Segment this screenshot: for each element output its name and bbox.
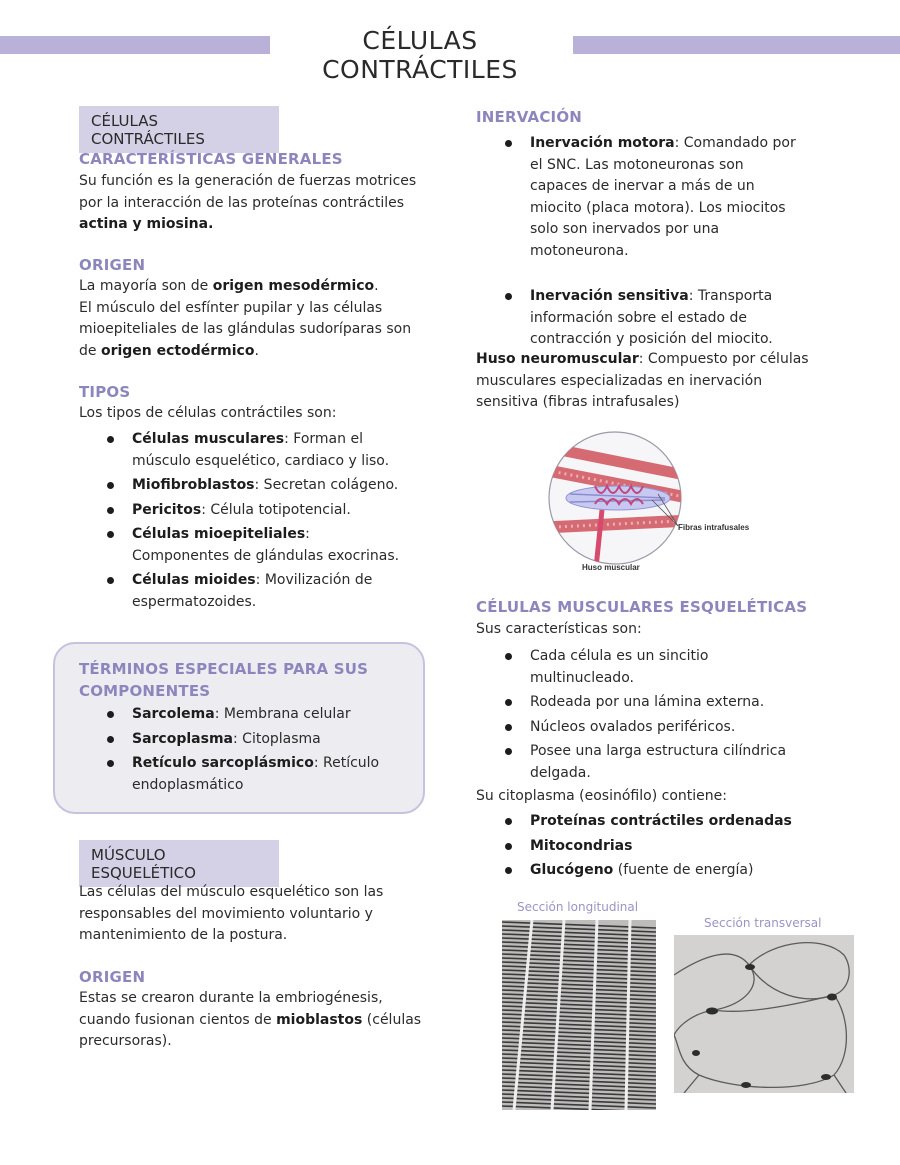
tipos-item-2-bold: Pericitos: [132, 501, 202, 518]
subtitle-terminos: TÉRMINOS ESPECIALES PARA SUS COMPONENTES: [79, 660, 369, 700]
caption-longitudinal: Sección longitudinal: [517, 900, 639, 914]
esqueleticas-list: Cada célula es un sincitio multinucleado…: [503, 646, 803, 787]
list-item: Células mioides: Movilización de esperma…: [105, 570, 405, 613]
origen2-bold: mioblastos: [276, 1011, 363, 1028]
list-item: Sarcolema: Membrana celular: [105, 704, 395, 726]
origen2-text-a2: (células precursoras).: [79, 1011, 422, 1050]
section-label-celulas: CÉLULAS CONTRÁCTILES: [79, 106, 279, 153]
list-item: Rodeada por una lámina externa.: [503, 692, 803, 714]
inervacion-item-1-bold: Inervación sensitiva: [530, 288, 689, 304]
citoplasma-intro: Su citoplasma (eosinófilo) contiene:: [476, 788, 727, 804]
muscle-spindle-figure: Fibras intrafusales Huso muscular: [548, 431, 750, 572]
paragraph-origen-1: La mayoría son de origen mesodérmico. El…: [79, 276, 424, 362]
terminos-item-1-text: : Citoplasma: [233, 730, 321, 747]
terminos-box: [53, 642, 425, 814]
section-label-musculo: MÚSCULO ESQUELÉTICO: [79, 840, 279, 887]
tipos-item-3-text: : Componentes de glándulas exocrinas.: [132, 526, 400, 564]
header-bar-right: [573, 36, 900, 54]
list-item: Células musculares: Forman el músculo es…: [105, 429, 405, 472]
paragraph-esqueletico: Las células del músculo esquelético son …: [79, 884, 384, 943]
subtitle-origen-1: ORIGEN: [79, 256, 146, 274]
list-item: Miofibroblastos: Secretan colágeno.: [105, 475, 405, 497]
subtitle-tipos: TIPOS: [79, 383, 131, 401]
inervacion-list: Inervación motora: Comandado por el SNC.…: [503, 133, 803, 354]
tipos-item-2-text: : Célula totipotencial.: [201, 501, 351, 518]
tipos-item-0-bold: Células musculares: [132, 431, 285, 447]
list-item: Sarcoplasma: Citoplasma: [105, 729, 395, 751]
list-item: Cada célula es un sincitio multinucleado…: [503, 646, 803, 689]
terminos-item-2-bold: Retículo sarcoplásmico: [132, 755, 314, 771]
pointer-line-1: [651, 499, 679, 527]
huso-text: : Compuesto por células musculares espec…: [476, 351, 809, 410]
label-huso: Huso muscular: [582, 563, 640, 572]
list-item: Células mioepiteliales: Componentes de g…: [105, 524, 405, 567]
citoplasma-item-1-bold: Mitocondrias: [530, 837, 633, 854]
citoplasma-item-0-bold: Proteínas contráctiles ordenadas: [530, 813, 792, 829]
tipos-intro: Los tipos de células contráctiles son:: [79, 405, 337, 421]
subtitle-origen-2: ORIGEN: [79, 968, 146, 986]
generales-text: Su función es la generación de fuerzas m…: [79, 173, 417, 211]
origen1-text-a: La mayoría son de: [79, 278, 213, 294]
inervacion-item-0-text: : Comandado por el SNC. Las motoneuronas…: [530, 135, 796, 259]
citoplasma-item-2-text: (fuente de energía): [613, 862, 754, 878]
citoplasma-list: Proteínas contráctiles ordenadas Mitocon…: [503, 811, 803, 885]
terminos-list: Sarcolema: Membrana celular Sarcoplasma:…: [105, 704, 395, 799]
subtitle-generales: CARACTERÍSTICAS GENERALES: [79, 150, 343, 168]
paragraph-generales: Su función es la generación de fuerzas m…: [79, 171, 419, 236]
list-item: Proteínas contráctiles ordenadas: [503, 811, 803, 833]
generales-bold: actina y miosina.: [79, 216, 214, 232]
transversal-section-image: [674, 935, 854, 1093]
list-item: Posee una larga estructura cilíndrica de…: [503, 741, 803, 784]
origen1-bold-b: origen ectodérmico: [100, 342, 255, 359]
terminos-item-0-text: : Membrana celular: [214, 706, 351, 722]
origen1-text-a2: .: [374, 278, 379, 294]
list-item: Inervación motora: Comandado por el SNC.…: [503, 133, 803, 262]
tipos-item-3-bold: Células mioepiteliales: [132, 526, 306, 542]
terminos-item-1-bold: Sarcoplasma: [132, 730, 233, 747]
tipos-item-0-text: : Forman el músculo esquelético, cardiac…: [132, 431, 390, 469]
inervacion-item-1-text: : Transporta información sobre el estado…: [530, 288, 773, 347]
caption-transversal: Sección transversal: [704, 916, 822, 930]
list-item: Mitocondrias: [503, 836, 803, 858]
origen2-text-a: Estas se crearon durante la embriogénesi…: [79, 990, 383, 1028]
paragraph-origen-2: Estas se crearon durante la embriogénesi…: [79, 988, 424, 1053]
page-title: CÉLULAS CONTRÁCTILES: [270, 26, 570, 84]
inervacion-item-0-bold: Inervación motora: [530, 135, 675, 151]
list-item: Núcleos ovalados periféricos.: [503, 717, 803, 739]
tipos-item-4-text: : Movilización de espermatozoides.: [132, 572, 373, 610]
list-item: Inervación sensitiva: Transporta informa…: [503, 286, 803, 351]
origen1-bold-a: origen mesodérmico: [212, 278, 375, 294]
terminos-item-0-bold: Sarcolema: [132, 706, 215, 722]
pointer-line-2: [657, 493, 679, 527]
longitudinal-section-image: [502, 920, 656, 1110]
list-item: Retículo sarcoplásmico: Retículo endopla…: [105, 753, 395, 796]
esqueleticas-intro: Sus características son:: [476, 621, 642, 637]
list-item: Pericitos: Célula totipotencial.: [105, 500, 405, 522]
paragraph-huso: Huso neuromuscular: Compuesto por célula…: [476, 349, 821, 414]
label-fibras: Fibras intrafusales: [678, 523, 750, 532]
origen1-text-b: El músculo del esfínter pupilar y las cé…: [79, 299, 412, 359]
huso-bold: Huso neuromuscular: [476, 351, 639, 367]
subtitle-inervacion: INERVACIÓN: [476, 108, 583, 126]
tipos-item-1-text: : Secretan colágeno.: [254, 477, 399, 493]
tipos-list: Células musculares: Forman el músculo es…: [105, 429, 405, 616]
origen1-text-b2: .: [254, 342, 259, 359]
spindle-fibers: [549, 442, 681, 564]
citoplasma-item-2-bold: Glucógeno: [530, 862, 614, 878]
tipos-item-4-bold: Células mioides: [132, 572, 256, 588]
tipos-item-1-bold: Miofibroblastos: [132, 477, 255, 493]
header-bar-left: [0, 36, 272, 54]
terminos-item-2-text: : Retículo endoplasmático: [132, 755, 380, 793]
list-item: Glucógeno (fuente de energía): [503, 860, 803, 882]
subtitle-esqueleticas: CÉLULAS MUSCULARES ESQUELÉTICAS: [476, 598, 808, 616]
